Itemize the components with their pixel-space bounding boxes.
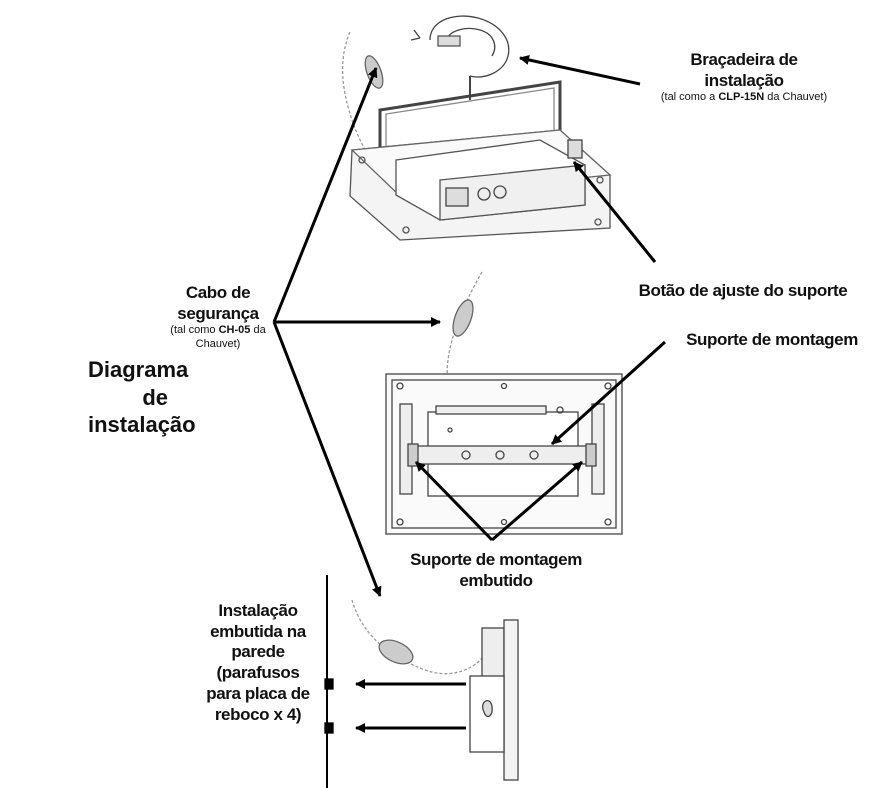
callout-arrows [272, 55, 667, 733]
diagram-title: Diagrama de instalação [88, 357, 196, 437]
label-bracket: Suporte de montagem [686, 330, 858, 349]
arrow-recessed-left [414, 460, 494, 542]
wall-side-view [324, 575, 519, 788]
arrow-safety-top [272, 67, 378, 323]
arrow-clamp [519, 55, 641, 86]
arrow-knob [572, 161, 657, 263]
label-recessed-bracket: Suporte de montagem embutido [410, 550, 582, 590]
label-wall-install: Instalação embutida na parede (parafusos… [206, 601, 310, 724]
label-safety-name: Cabo de segurança [177, 283, 259, 323]
label-clamp-name: Braçadeira de instalação [690, 50, 798, 90]
label-safety-note: (tal como CH-05 da Chauvet) [170, 324, 266, 350]
clamp-icon [410, 15, 510, 100]
arrow-bracket [550, 340, 667, 446]
safety-cable-middle [446, 271, 483, 396]
panel-front-view [385, 373, 623, 535]
label-safety-cable: Cabo de segurança (tal como CH-05 da Cha… [166, 283, 270, 351]
arrow-safety-bottom [272, 321, 382, 597]
hanging-fixture [341, 15, 612, 241]
label-clamp-note: (tal como a CLP-15N da Chauvet) [660, 91, 828, 104]
label-clamp: Braçadeira de instalação (tal como a CLP… [650, 50, 838, 105]
arrow-recessed-right [491, 460, 583, 542]
label-knob: Botão de ajuste do suporte [638, 281, 848, 300]
